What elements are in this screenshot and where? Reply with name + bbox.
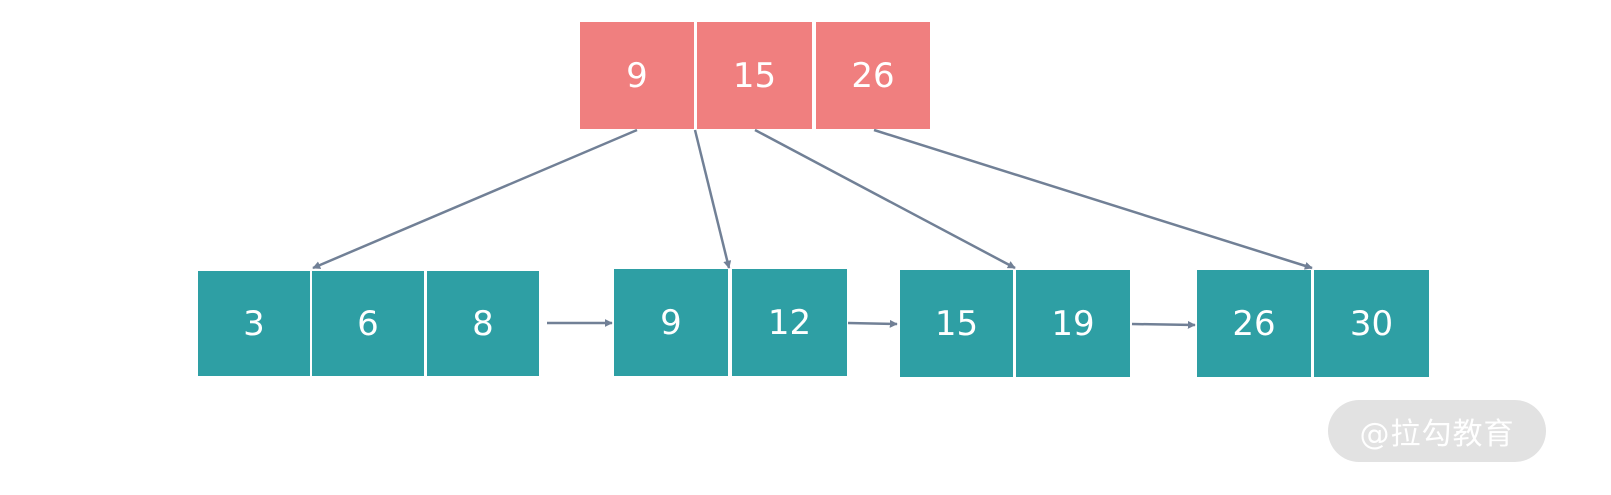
leaf-3-key-1: 15 (900, 270, 1013, 377)
leaf-2-key-1: 9 (614, 269, 728, 376)
root-key-3: 26 (816, 22, 930, 129)
leaf-1-key-1: 3 (198, 271, 310, 376)
leaf-3-key-2: 19 (1016, 270, 1130, 377)
root-key-2: 15 (697, 22, 812, 129)
pointer-arrow-root-to-leaf-2 (693, 129, 732, 269)
root-key-1: 9 (580, 22, 694, 129)
watermark-badge: @拉勾教育 (1328, 400, 1546, 462)
leaf-link-arrow-3 (1131, 320, 1196, 329)
leaf-2-key-2: 12 (732, 269, 847, 376)
leaf-1-key-3: 8 (427, 271, 539, 376)
pointer-arrow-root-to-leaf-1 (312, 128, 638, 270)
leaf-4-key-2: 30 (1314, 270, 1429, 377)
leaf-1-key-2: 6 (312, 271, 424, 376)
leaf-link-arrow-2 (847, 319, 898, 328)
pointer-arrow-root-to-leaf-4 (873, 128, 1313, 270)
leaf-4-key-1: 26 (1197, 270, 1311, 377)
pointer-arrow-root-to-leaf-3 (754, 128, 1016, 270)
